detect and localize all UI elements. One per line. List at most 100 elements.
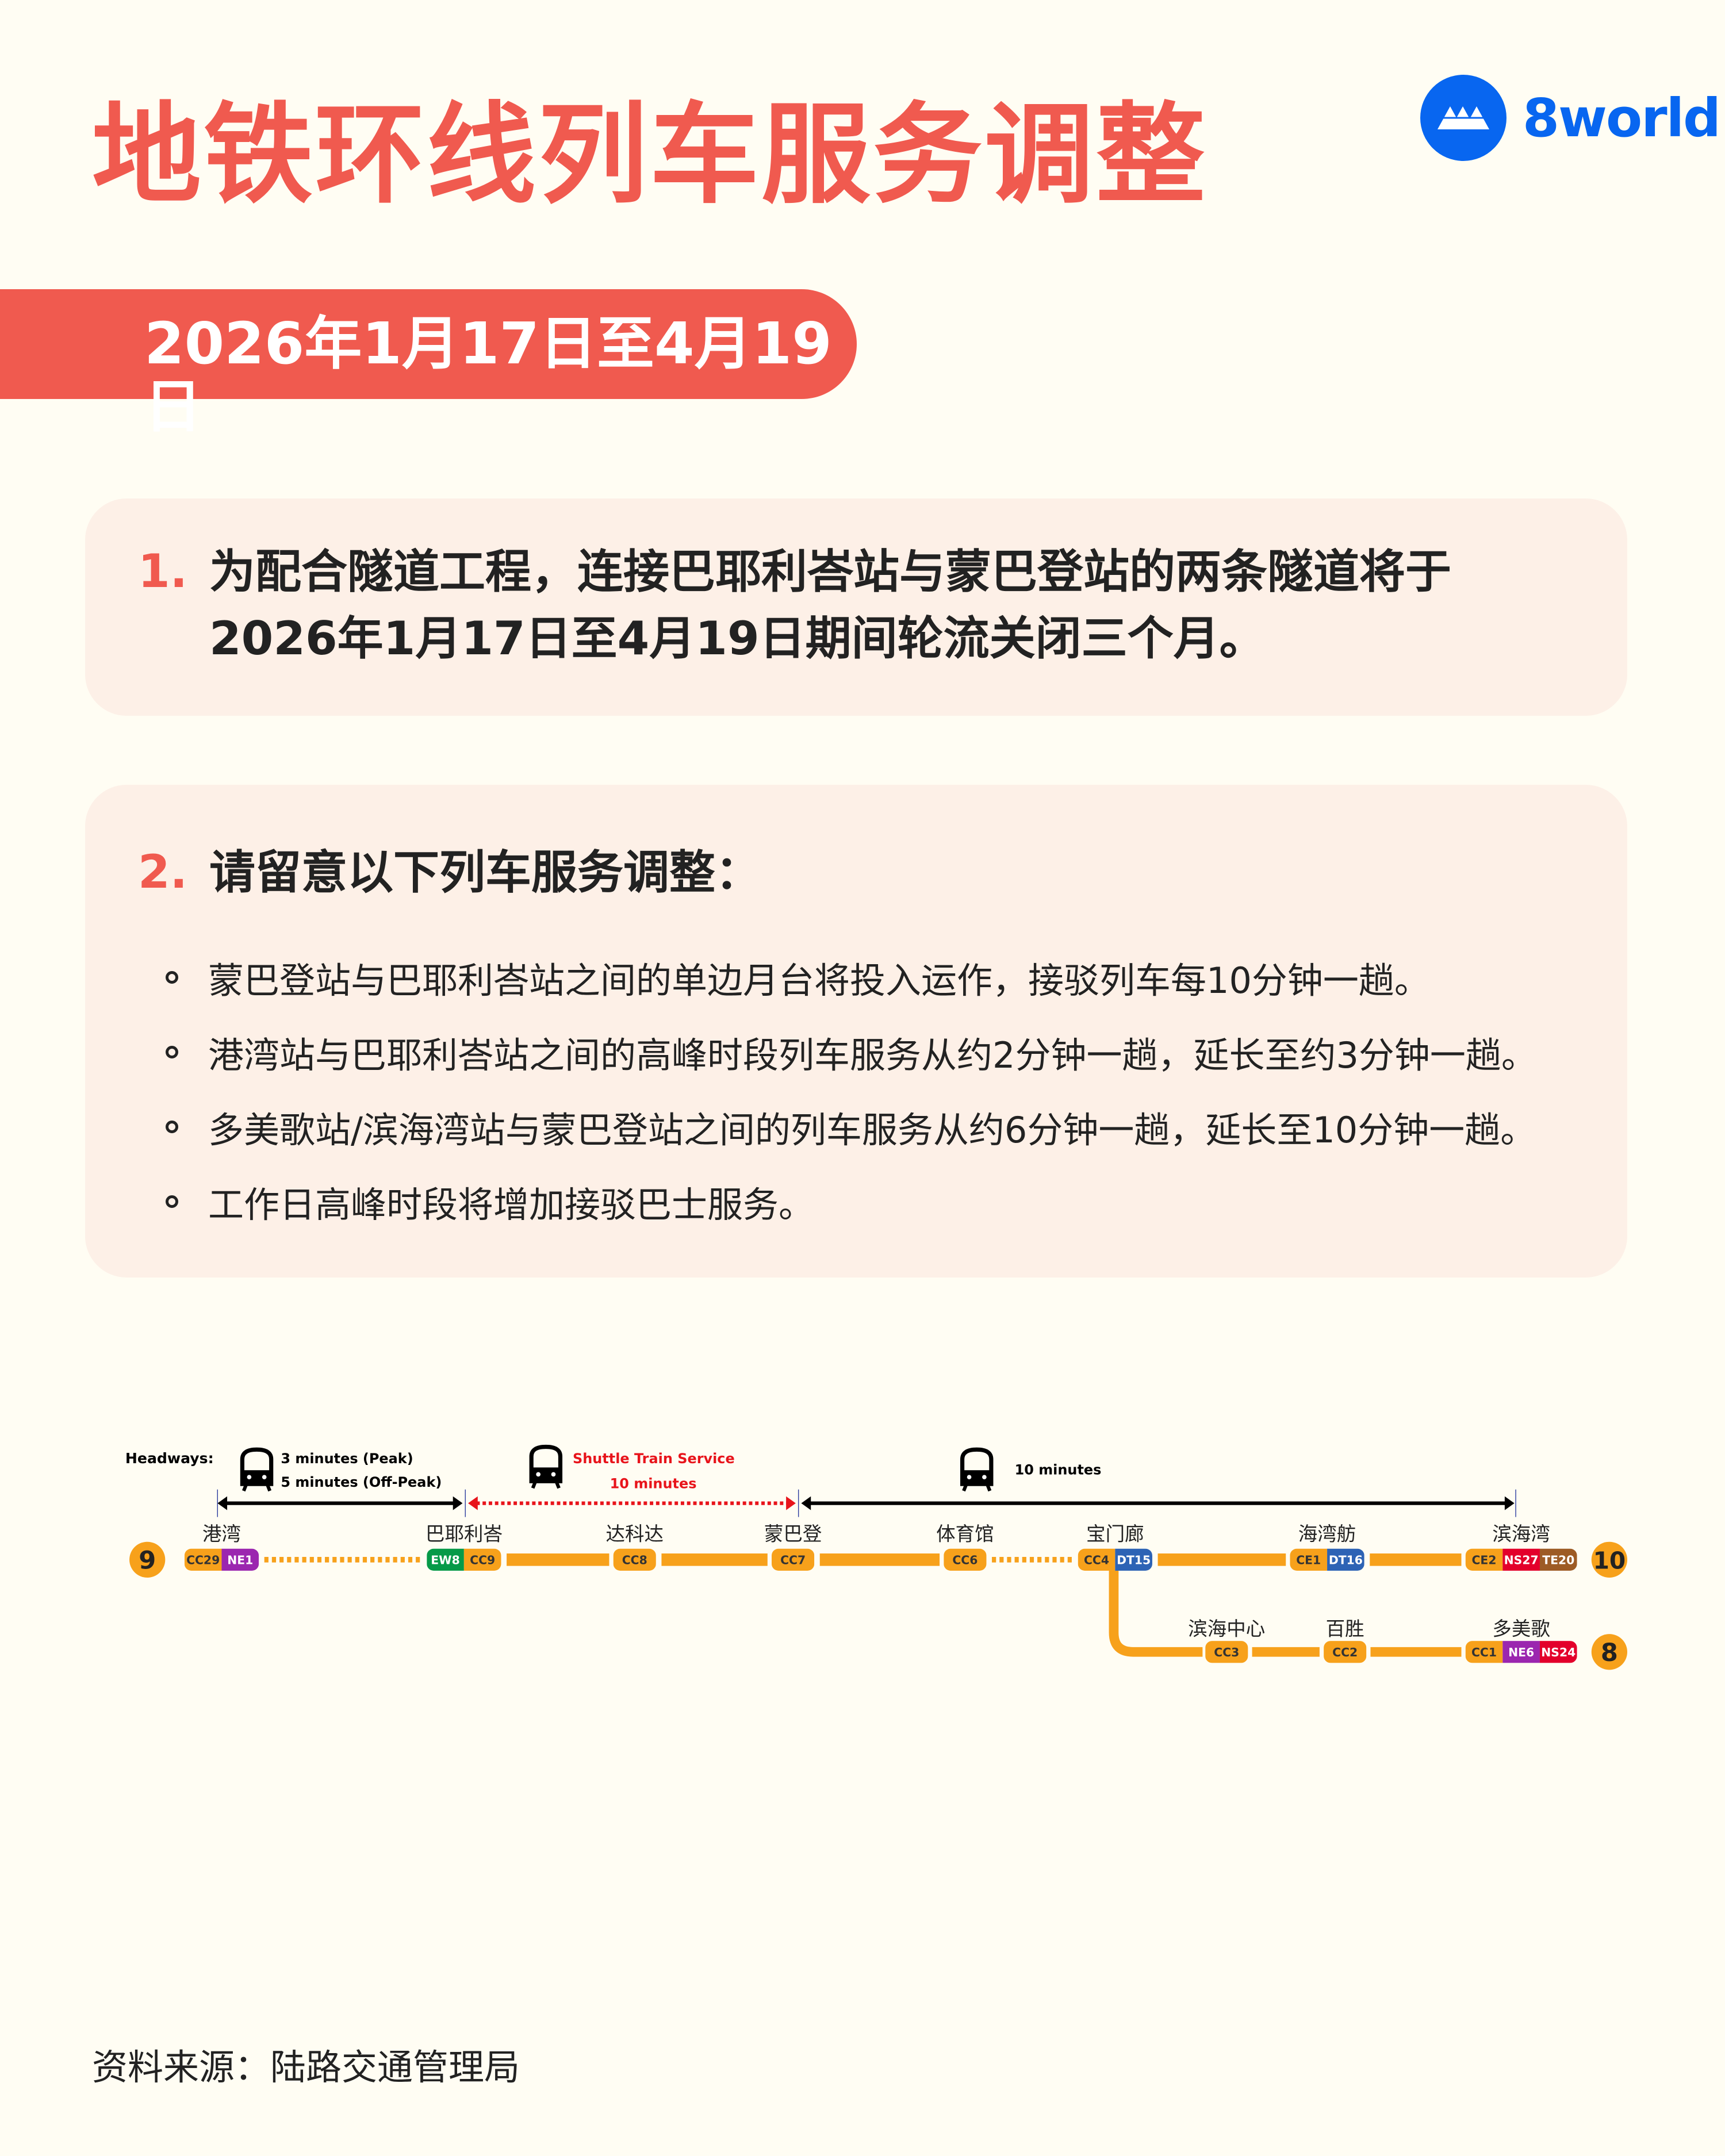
train-light [536,1472,540,1477]
station-name: 宝门廊 [1086,1522,1144,1545]
train-light [247,1475,252,1479]
station-code: NS24 [1541,1645,1575,1659]
station-name: 滨海中心 [1188,1618,1265,1640]
station-code: TE20 [1542,1553,1574,1567]
station-code: CC9 [470,1553,495,1567]
station-code: CC6 [952,1553,977,1567]
point-text-line: 为配合隧道工程，连接巴耶利峇站与蒙巴登站的两条隧道将于 [209,545,1451,599]
station-ew8: 巴耶利峇 EW8 CC9 [425,1522,503,1571]
station-code-badge [1502,1548,1540,1571]
station-code-badge [1465,1641,1503,1663]
station-code-badge [1465,1548,1503,1571]
station-name: 巴耶利峇 [425,1522,503,1545]
station-cc4: 宝门廊 CC4 DT15 [1078,1522,1152,1571]
station-code-badge [1290,1548,1328,1571]
page-title: 地铁环线列车服务调整 [92,91,1208,218]
station-code-badge [184,1548,222,1571]
train-front [531,1467,561,1482]
arrowhead-left-icon [468,1496,478,1510]
train-body [240,1447,274,1486]
station-code-badge [771,1548,815,1571]
list-item-text: 港湾站与巴耶利峇站之间的高峰时段列车服务从约2分钟一趟，延长至约3分钟一趟。 [208,1034,1537,1076]
station-code: CE2 [1472,1553,1497,1567]
station-name: 达科达 [606,1522,664,1545]
station-code: NE6 [1508,1645,1534,1659]
line-terminal-badge [129,1541,166,1578]
shuttle-headway: 10 minutes [610,1475,697,1491]
date-banner: 2026年1月17日至4月19日 [0,289,857,439]
list-item: 港湾站与巴耶利峇站之间的高峰时段列车服务从约2分钟一趟，延长至约3分钟一趟。 [166,1015,1537,1089]
train-front [242,1470,271,1484]
point-text-line: 2026年1月17日至4月19日期间轮流关闭三个月。 [209,612,1266,665]
train-legs [531,1480,561,1489]
station-code-badge [1205,1641,1248,1663]
station-name: 海湾舫 [1298,1522,1356,1545]
station-cc6: 体育馆 CC6 [936,1522,994,1571]
station-name: 滨海湾 [1492,1522,1550,1545]
terminal-number: 9 [139,1546,156,1575]
arrowhead-right-icon [786,1496,796,1510]
line-terminal-badge [1591,1634,1628,1670]
line-terminal-badge [1591,1541,1628,1578]
station-code: CC8 [622,1553,647,1567]
arrowhead-left-icon [801,1496,811,1510]
station-name: 港湾 [202,1522,241,1545]
headways-label: Headways: [125,1450,214,1467]
brand-logo: 8world [1420,75,1721,161]
station-code: CC1 [1471,1645,1497,1659]
list-item-text: 蒙巴登站与巴耶利峇站之间的单边月台将投入运作，接驳列车每10分钟一趟。 [208,960,1430,1002]
train-light [982,1475,987,1479]
notice-card-1: 1. 为配合隧道工程，连接巴耶利峇站与蒙巴登站的两条隧道将于 2026年1月17… [85,498,1627,716]
train-front [962,1470,991,1484]
source-note: 资料来源：陆路交通管理局 [92,2046,520,2088]
train-light [262,1475,267,1479]
train-icon [529,1444,563,1489]
list-item: 工作日高峰时段将增加接驳巴士服务。 [166,1164,1537,1239]
station-name: 体育馆 [936,1522,994,1545]
station-code-badge [1539,1641,1577,1663]
station-code: DT15 [1117,1553,1151,1567]
station-code-badge [1324,1641,1367,1663]
station-code: EW8 [431,1553,460,1567]
station-code-badge [1502,1641,1540,1663]
terminal-number: 8 [1601,1639,1618,1667]
station-code: CC7 [780,1553,806,1567]
station-code: CC4 [1084,1553,1109,1567]
train-body [960,1447,994,1486]
station-cc2: 百胜 CC2 [1324,1618,1367,1663]
arrowhead-right-icon [453,1496,463,1510]
station-name: 多美歌 [1492,1618,1550,1640]
train-icon [240,1447,274,1492]
station-code: CC3 [1214,1645,1239,1659]
station-cc29: 港湾 CC29 NE1 [184,1522,259,1571]
arrowhead-left-icon [217,1496,228,1510]
adjustment-list: 蒙巴登站与巴耶利峇站之间的单边月台将投入运作，接驳列车每10分钟一趟。 港湾站与… [166,940,1537,1239]
station-code: NE1 [227,1553,253,1567]
point-number: 1. [138,544,188,598]
bullet-icon [166,971,178,984]
shuttle-label: Shuttle Train Service [573,1451,735,1467]
logo-text: 8world [1523,87,1721,149]
station-code-badge [1115,1548,1152,1571]
station-code-badge [613,1548,656,1571]
list-item-text: 工作日高峰时段将增加接驳巴士服务。 [208,1184,815,1226]
station-cc1: 多美歌 CC1 NE6 NS24 [1465,1618,1577,1663]
terminal-number: 10 [1593,1547,1626,1574]
train-body [529,1444,563,1483]
point-number: 2. [138,845,188,899]
station-code: CC2 [1332,1645,1358,1659]
station-code: CC29 [186,1553,220,1567]
bullet-icon [166,1121,178,1133]
station-code: CE1 [1296,1553,1321,1567]
train-light [551,1472,556,1477]
arrowhead-right-icon [1504,1496,1515,1510]
station-name: 百胜 [1326,1618,1364,1640]
headway-offpeak: 5 minutes (Off-Peak) [281,1474,442,1490]
station-code-badge [1327,1548,1364,1571]
station-code-badge [427,1548,464,1571]
train-legs [962,1483,992,1492]
train-light [967,1475,972,1479]
station-code-badge [221,1548,259,1571]
